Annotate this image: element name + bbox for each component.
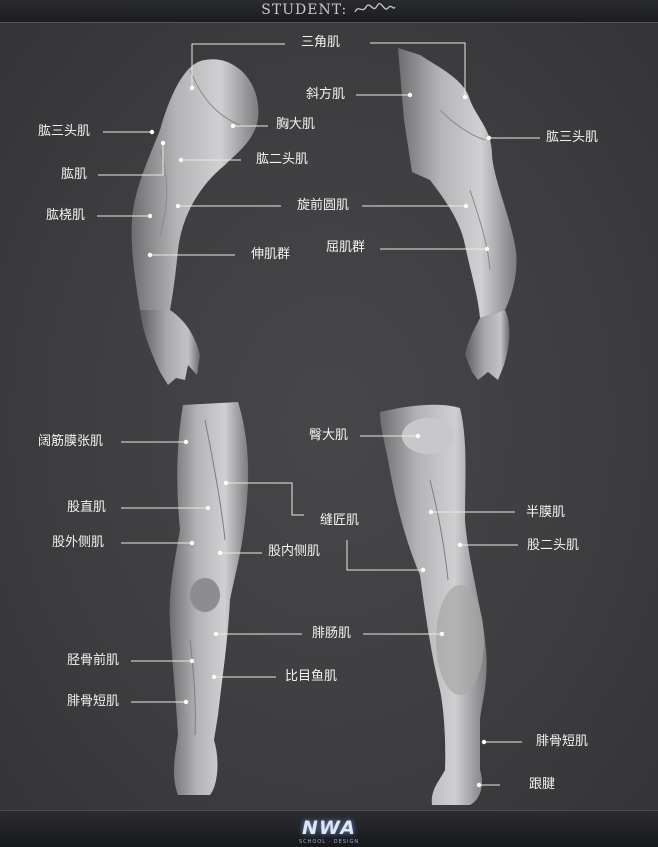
label-triceps-left: 肱三头肌 [38, 124, 91, 139]
label-soleus: 比目鱼肌 [285, 669, 338, 684]
right-leg-figure [380, 404, 487, 805]
header-watermark: STUDENT: [0, 2, 658, 18]
label-gastrocnemius: 腓肠肌 [312, 626, 352, 641]
left-leg-figure [169, 402, 249, 795]
signature-mark [354, 2, 396, 13]
label-extensors: 伸肌群 [251, 247, 291, 262]
label-gluteus-maximus: 臀大肌 [309, 428, 349, 443]
label-peroneus-brevis-right: 腓骨短肌 [536, 734, 589, 749]
label-brachialis: 肱肌 [61, 167, 88, 182]
header-bar: STUDENT: [0, 0, 658, 23]
nwa-logo-subtitle: SCHOOL · DESIGN [298, 839, 360, 845]
watermark-text: STUDENT: [261, 2, 348, 18]
label-tensor-fasciae-latae: 阔筋膜张肌 [38, 434, 104, 449]
label-sartorius: 缝匠肌 [320, 513, 360, 528]
left-arm-figure [131, 59, 259, 385]
label-biceps-femoris: 股二头肌 [527, 538, 580, 553]
label-vastus-medialis: 股内侧肌 [268, 544, 321, 559]
label-rectus-femoris: 股直肌 [67, 500, 107, 515]
right-arm-figure [398, 48, 517, 380]
label-flexors: 屈肌群 [326, 240, 366, 255]
anchor-dots [147, 85, 492, 788]
label-semimembranosus: 半膜肌 [526, 505, 566, 520]
label-pronator-teres: 旋前圆肌 [297, 198, 350, 213]
leader-lines [97, 42, 540, 786]
label-brachioradialis: 肱桡肌 [46, 208, 86, 223]
nwa-logo: NWA [302, 817, 356, 839]
label-triceps-right: 肱三头肌 [546, 130, 599, 145]
label-vastus-lateralis: 股外侧肌 [52, 535, 105, 550]
label-peroneus-brevis-left: 腓骨短肌 [67, 694, 120, 709]
label-tibialis-anterior: 胫骨前肌 [67, 653, 120, 668]
label-biceps: 肱二头肌 [256, 152, 309, 167]
footer-bar: NWA SCHOOL · DESIGN [0, 810, 658, 847]
label-pectoralis: 胸大肌 [276, 117, 316, 132]
label-achilles: 跟腱 [529, 777, 556, 792]
label-deltoid: 三角肌 [301, 35, 341, 50]
label-trapezius: 斜方肌 [306, 87, 346, 102]
